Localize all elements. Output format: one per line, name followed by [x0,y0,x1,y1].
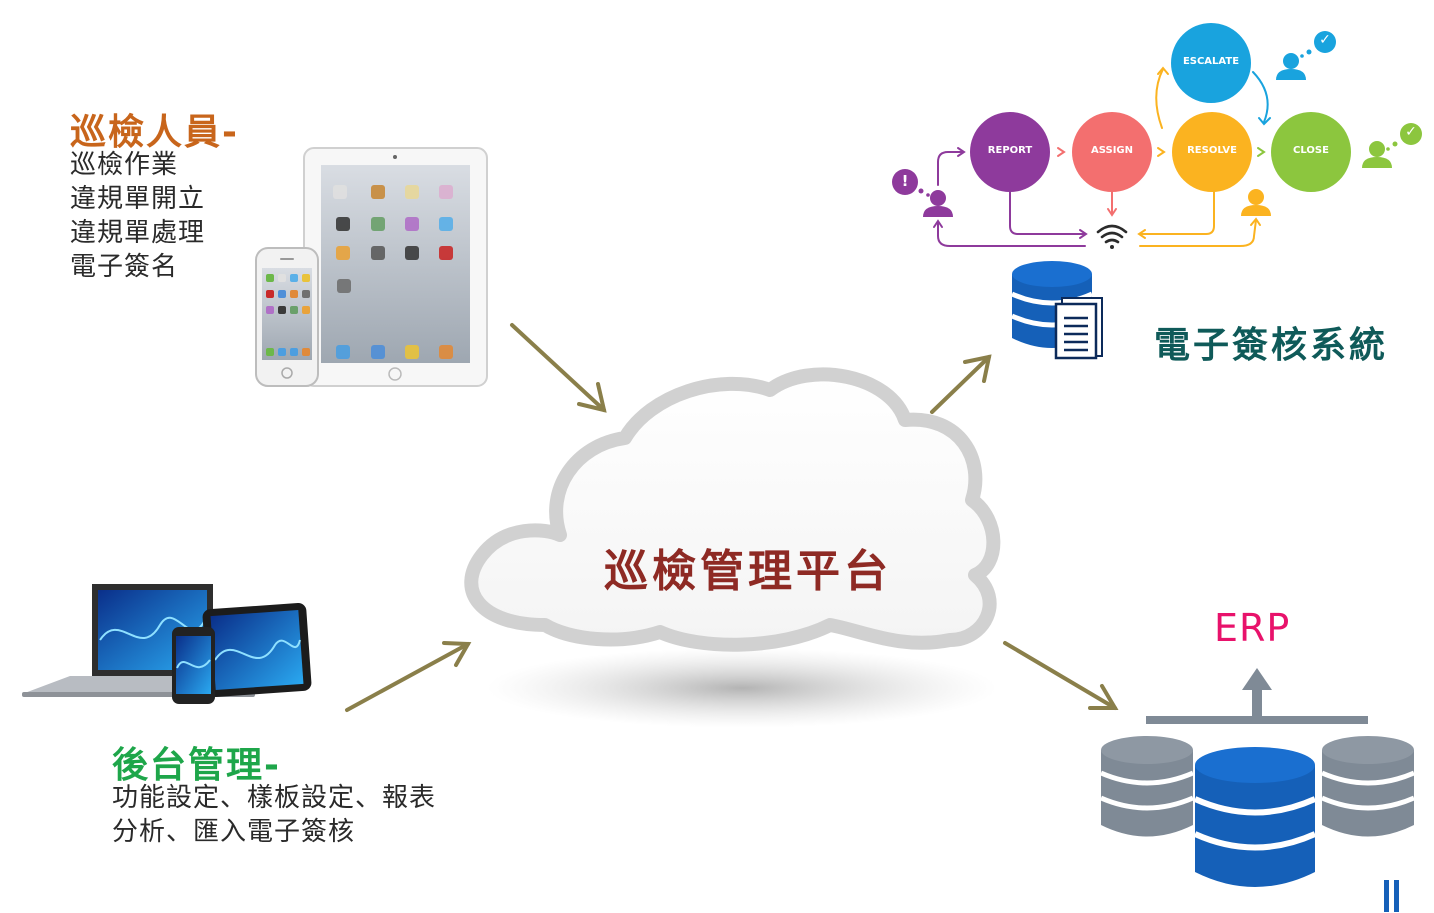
inspector-task-item: 巡檢作業 [70,150,179,180]
node-close [1271,112,1351,192]
backend-description: 功能設定、樣板設定、報表 分析、匯入電子簽核 [112,781,436,849]
cloud-shadow [487,648,997,728]
esign-database-icon [1010,261,1103,360]
erp-database-left [1100,736,1194,837]
backend-title: 後台管理- [112,745,281,786]
node-assign [1072,112,1152,192]
reporter-person-icon [892,169,953,217]
erp-database-cluster [1100,668,1415,887]
arrow-to-erp [1003,641,1119,710]
arrow-to-platform-from-backend [345,641,472,712]
inspector-task-item: 違規單處理 [70,218,206,248]
node-resolve [1172,112,1252,192]
closer-person-icon [1362,123,1422,168]
platform-title: 巡檢管理平台 [604,546,892,597]
corner-marks [1384,880,1399,912]
backend-description-line: 功能設定、樣板設定、報表 [112,783,437,813]
backend-description-line: 分析、匯入電子簽核 [112,817,356,847]
arrow-to-esign [930,354,992,414]
resolver-person-icon [1241,189,1271,216]
escalation-person-icon [1276,31,1336,80]
arrow-to-platform-from-mobile [510,323,607,413]
wifi-icon [1096,224,1128,249]
inspector-task-item: 違規單開立 [70,184,206,214]
node-escalate [1171,23,1251,103]
laptop-tablet-phone-illustration [22,584,312,704]
flow-arrows [345,323,1119,712]
tablet-phone-illustration [255,147,488,387]
node-report [970,112,1050,192]
erp-database-center [1193,747,1317,887]
inspector-task-item: 電子簽名 [70,252,179,282]
issue-workflow-diagram [892,23,1422,249]
erp-title: ERP [1214,606,1291,650]
esign-system-title: 電子簽核系統 [1154,325,1389,366]
erp-database-right [1321,736,1415,837]
cloud-shape [464,367,1001,652]
inspector-title: 巡檢人員- [70,112,239,153]
inspector-task-list: 巡檢作業 違規單開立 違規單處理 電子簽名 [70,148,205,284]
